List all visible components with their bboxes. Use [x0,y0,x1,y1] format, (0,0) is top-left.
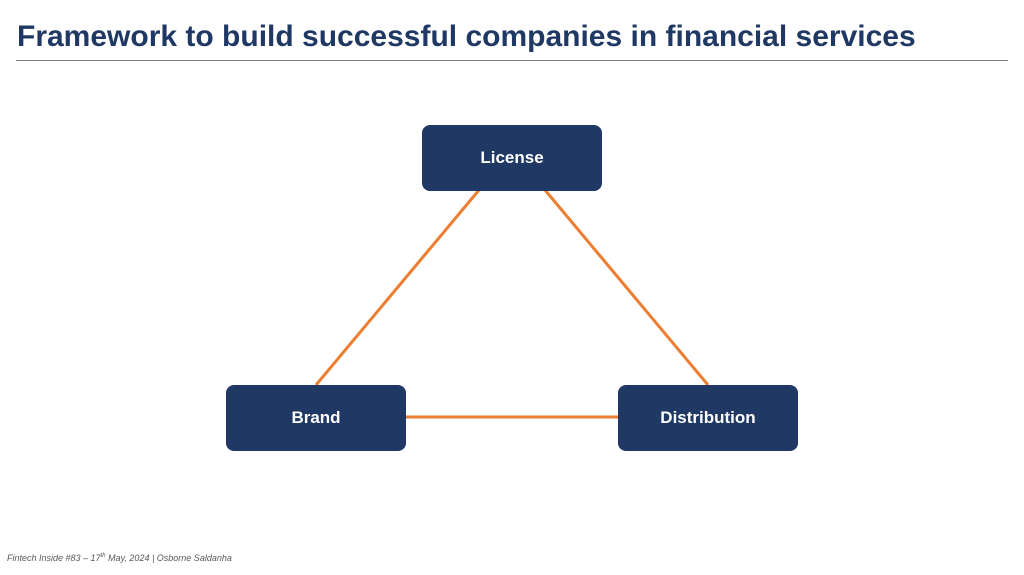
node-brand-label: Brand [291,408,341,427]
connector-license-brand [314,189,481,386]
slide-title: Framework to build successful companies … [17,20,916,53]
node-license-label: License [480,148,544,167]
node-distribution-label: Distribution [660,408,756,427]
connector-license-distribution [543,189,710,386]
node-license: License [422,125,602,191]
title-divider [16,60,1008,61]
node-brand: Brand [226,385,406,451]
node-distribution: Distribution [618,385,798,451]
footer-credit: Fintech Inside #83 – 17th May, 2024 | Os… [7,553,232,563]
footer-prefix: Fintech Inside #83 – 17 [7,553,101,563]
footer-superscript: th [100,553,106,559]
footer-suffix: May, 2024 | Osborne Saldanha [105,553,232,563]
